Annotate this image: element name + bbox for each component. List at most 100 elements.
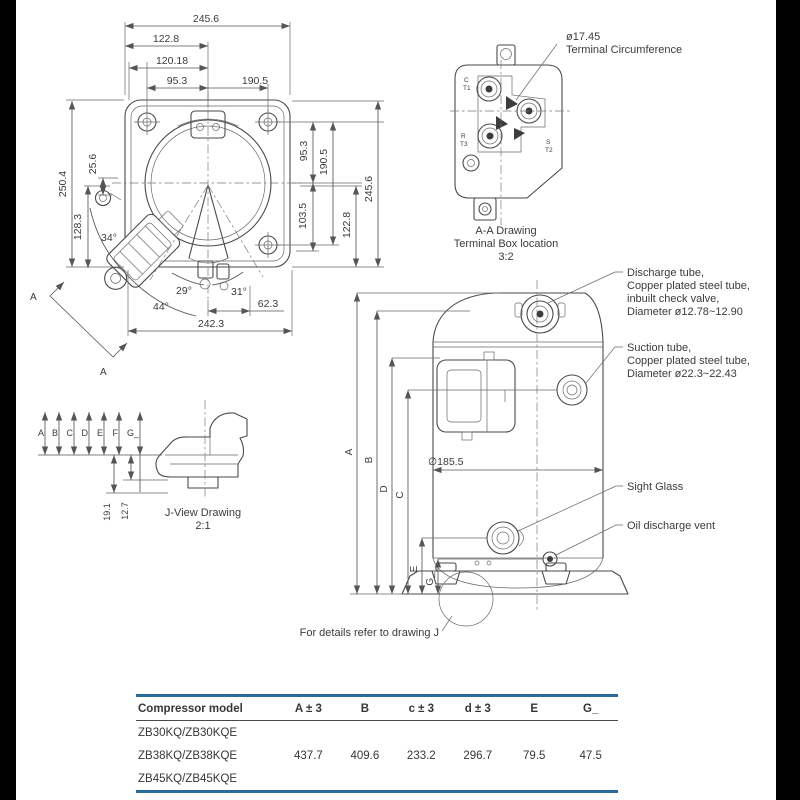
sight-glass	[486, 521, 524, 555]
dim-25-6: 25.6	[87, 154, 99, 175]
col-header-c: c ± 3	[392, 695, 449, 721]
terminal-bracket	[477, 75, 546, 153]
model-cell: ZB30KQ/ZB30KQE	[138, 726, 238, 739]
col-header-e: E	[505, 695, 562, 721]
table-row: ZB45KQ/ZB45KQE	[136, 767, 618, 792]
suction-callout-line2: Copper plated steel tube,	[627, 355, 750, 367]
dim-185-5: ∅185.5	[428, 456, 464, 468]
top-view-centerlines	[112, 92, 305, 300]
discharge-callout-line1: Discharge tube,	[627, 267, 704, 279]
col-header-a: A ± 3	[279, 695, 336, 721]
col-header-g: G_	[561, 695, 618, 721]
dim-190-5-right: 190.5	[318, 149, 330, 175]
table-row: ZB38KQ/ZB38KQE 437.7 409.6 233.2 296.7 7…	[136, 744, 618, 767]
svg-text:R: R	[461, 133, 466, 140]
right-dimensions: 95.3 103.5 190.5 122.8 245.6	[277, 100, 384, 268]
dim-128-3: 128.3	[72, 214, 84, 240]
top-view-drawing: 245.6 122.8 120.18 95.3 190.5 250.4 25.6…	[30, 13, 384, 378]
dim-62-3: 62.3	[258, 298, 279, 310]
dim-103-5: 103.5	[297, 203, 309, 229]
detail-j-circle	[438, 571, 494, 627]
model-cell: ZB45KQ/ZB45KQE	[138, 772, 238, 785]
right-black-bar	[776, 0, 800, 800]
svg-text:D: D	[379, 485, 390, 492]
shell-diameter-dim: ∅185.5	[428, 456, 603, 474]
angle-44: 44°	[153, 301, 169, 313]
table-row: ZB30KQ/ZB30KQE	[136, 721, 618, 745]
top-dimensions: 245.6 122.8 120.18 95.3 190.5	[124, 13, 291, 112]
svg-text:B: B	[52, 428, 58, 438]
angle-34: 34°	[101, 232, 117, 244]
bottom-fittings	[197, 260, 230, 291]
suction-callout-line3: Diameter ø22.3~22.43	[627, 368, 737, 380]
side-view-drawing: For details refer to drawing J A B D C E…	[300, 267, 750, 639]
dim-122-8-right: 122.8	[341, 212, 353, 238]
dim-95-3-right: 95.3	[298, 141, 310, 162]
aa-caption-line1: A-A Drawing	[475, 225, 536, 237]
svg-text:B: B	[364, 456, 375, 463]
dim-19-1: 19.1	[102, 503, 112, 521]
side-hole	[462, 154, 480, 172]
terminal-box-view: ø17.45 Terminal Circumference C T1 R T3 …	[450, 31, 682, 263]
dim-190-5: 190.5	[242, 75, 268, 87]
left-dimensions: 250.4 25.6 128.3 34°	[57, 99, 124, 271]
oil-discharge-vent	[542, 551, 558, 567]
j-view-drawing: A B C D E F G_ 19.1 12.7 J-View	[38, 400, 248, 532]
suction-callout-line1: Suction tube,	[627, 342, 691, 354]
angle-29: 29°	[176, 285, 192, 297]
j-view-caption-line2: 2:1	[195, 520, 210, 532]
j-view-dims: 19.1 12.7	[102, 455, 168, 521]
left-black-bar	[0, 0, 16, 800]
j-view-caption-line1: J-View Drawing	[165, 507, 241, 519]
terminal-diameter-callout: ø17.45	[566, 31, 600, 43]
bottom-tab	[473, 197, 497, 221]
svg-text:T2: T2	[545, 147, 553, 154]
svg-text:C: C	[464, 77, 469, 84]
angle-31: 31°	[231, 286, 247, 298]
svg-text:D: D	[82, 428, 89, 438]
section-a-arrows: A A	[30, 281, 128, 378]
terminal-circumference-label: Terminal Circumference	[566, 44, 682, 56]
suction-fitting	[556, 374, 588, 406]
svg-text:A: A	[38, 428, 44, 438]
terminal-box-side	[436, 351, 516, 441]
discharge-callout-line3: inbuilt check valve,	[627, 293, 719, 305]
table-header-row: Compressor model A ± 3 B c ± 3 d ± 3 E G…	[136, 695, 618, 721]
section-label-bottom: A	[100, 367, 107, 378]
svg-text:C: C	[67, 428, 74, 438]
svg-text:A: A	[344, 448, 355, 455]
dim-245-6: 245.6	[193, 13, 219, 25]
svg-text:C: C	[395, 491, 406, 498]
dim-122-8: 122.8	[153, 33, 179, 45]
dim-95-3: 95.3	[167, 75, 188, 87]
dim-120-18: 120.18	[156, 55, 188, 67]
svg-text:E: E	[409, 565, 420, 572]
discharge-fitting	[514, 294, 566, 334]
svg-text:S: S	[546, 139, 551, 146]
terminal-box-plan	[104, 210, 184, 290]
svg-text:E: E	[97, 428, 103, 438]
model-cell: ZB38KQ/ZB38KQE	[138, 749, 238, 762]
side-view-callouts: Discharge tube, Copper plated steel tube…	[517, 267, 750, 556]
svg-text:F: F	[113, 428, 119, 438]
col-header-model: Compressor model	[136, 695, 280, 721]
svg-text:G_: G_	[425, 572, 436, 586]
svg-text:T1: T1	[463, 85, 471, 92]
scroll-cone	[188, 184, 229, 264]
sight-glass-label: Sight Glass	[627, 481, 684, 493]
side-view-dimensions: A B D C E G_	[344, 292, 557, 595]
j-view-leaders: A B C D E F G_	[38, 412, 144, 492]
dim-12-7: 12.7	[120, 502, 130, 520]
side-bolt	[94, 189, 122, 207]
svg-text:G_: G_	[127, 428, 140, 438]
oil-vent-label: Oil discharge vent	[627, 520, 715, 532]
col-header-b: B	[335, 695, 393, 721]
terminal-pin-labels: C T1 R T3 S T2	[460, 77, 553, 154]
shell-bottom-dome	[432, 557, 604, 589]
terminal-box-outline	[454, 64, 563, 199]
svg-text:T3: T3	[460, 141, 468, 148]
detail-note: For details refer to drawing J	[300, 627, 439, 639]
j-view-foot-profile	[155, 400, 248, 498]
